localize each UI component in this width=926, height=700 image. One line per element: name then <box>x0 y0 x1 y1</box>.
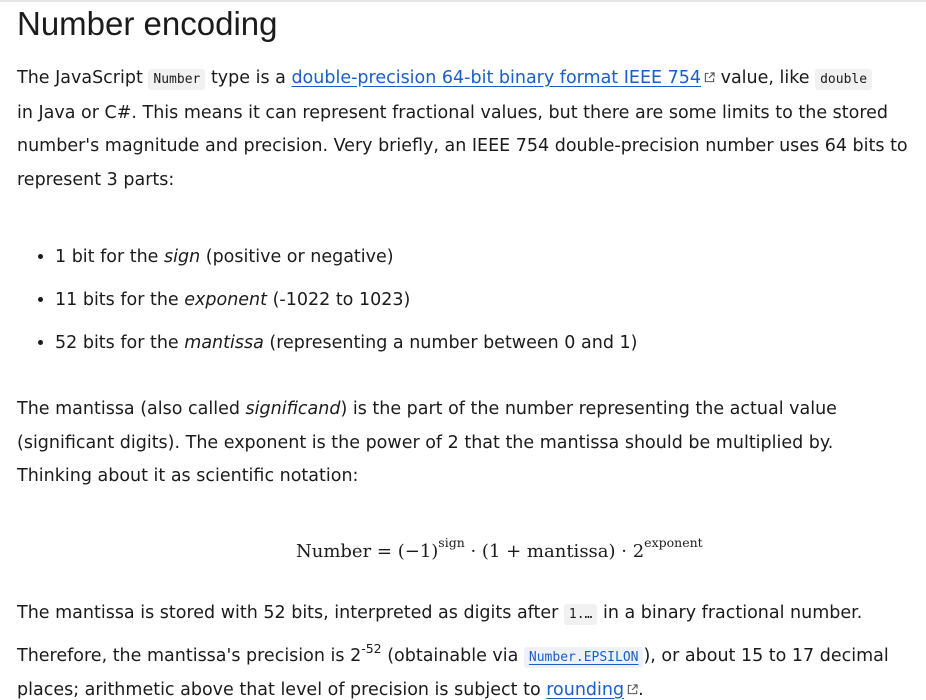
code-number: Number <box>148 69 206 90</box>
precision-line2-text-2: (obtainable via <box>381 645 524 666</box>
rounding-link-label: rounding <box>546 680 625 700</box>
intro-line-4: represent 3 parts: <box>17 169 175 190</box>
formula-sup-exponent: exponent <box>644 535 703 550</box>
ieee-754-link-label: double-precision 64-bit binary format IE… <box>291 68 702 88</box>
list-item-text: (-1022 to 1023) <box>267 290 411 310</box>
precision-line3-text-1: places; arithmetic above that level of p… <box>17 680 547 700</box>
ieee-754-link[interactable]: double-precision 64-bit binary format IE… <box>291 68 701 88</box>
formula-mid: · (1 + mantissa) · 2 <box>464 541 645 562</box>
term-exponent: exponent <box>184 290 268 310</box>
code-double: double <box>815 69 873 90</box>
list-item-exponent: 11 bits for the exponent (-1022 to 1023) <box>55 279 637 322</box>
precision-text-2: in a binary fractional number. <box>597 603 863 623</box>
term-sign: sign <box>164 247 201 267</box>
list-item-text: 11 bits for the <box>55 290 185 310</box>
intro-text-1: The JavaScript <box>17 68 149 88</box>
mantissa-text-1: The mantissa (also called <box>17 399 246 419</box>
top-divider <box>0 0 926 2</box>
list-item-mantissa: 52 bits for the mantissa (representing a… <box>55 322 637 365</box>
page-title: Number encoding <box>17 5 278 42</box>
scientific-notation-formula: Number = (−1)sign · (1 + mantissa) · 2ex… <box>296 528 703 567</box>
mantissa-paragraph: The mantissa (also called significand) i… <box>17 393 837 494</box>
precision-line2-text-1: Therefore, the mantissa's precision is 2 <box>17 645 362 666</box>
list-item-text: 1 bit for the <box>55 247 164 267</box>
code-number-epsilon: Number.EPSILON <box>523 646 644 668</box>
rounding-link[interactable]: rounding <box>546 680 624 700</box>
intro-paragraph: The JavaScript Number type is a double-p… <box>17 62 908 197</box>
external-link-icon <box>704 72 715 83</box>
list-item-text: (representing a number between 0 and 1) <box>263 333 638 353</box>
intro-text-3: value, like <box>715 68 816 88</box>
mantissa-line-3: Thinking about it as scientific notation… <box>17 466 359 486</box>
precision-line2-text-3: ), or about 15 to 17 decimal <box>643 645 889 666</box>
intro-line-3: number's magnitude and precision. Very b… <box>17 136 908 156</box>
mantissa-text-2: ) is the part of the number representing… <box>340 399 837 419</box>
list-item-sign: 1 bit for the sign (positive or negative… <box>55 236 637 279</box>
term-significand: significand <box>245 399 341 419</box>
term-mantissa: mantissa <box>184 333 264 353</box>
formula-lhs: Number = (−1) <box>296 541 439 562</box>
formula-sup-sign: sign <box>438 535 465 550</box>
mantissa-line-2: (significant digits). The exponent is th… <box>17 432 834 453</box>
number-epsilon-link[interactable]: Number.EPSILON <box>523 646 644 668</box>
intro-text-2: type is a <box>205 68 292 88</box>
precision-line3-text-2: . <box>638 680 644 700</box>
precision-exponent: -52 <box>361 640 382 656</box>
code-one-dot: 1.… <box>563 604 598 625</box>
precision-paragraph: The mantissa is stored with 52 bits, int… <box>17 597 889 700</box>
intro-line-2: in Java or C#. This means it can represe… <box>17 102 889 123</box>
list-item-text: (positive or negative) <box>200 247 394 267</box>
bit-layout-list: 1 bit for the sign (positive or negative… <box>17 236 637 365</box>
precision-text-1: The mantissa is stored with 52 bits, int… <box>17 603 564 623</box>
external-link-icon <box>627 684 638 695</box>
list-item-text: 52 bits for the <box>55 333 185 353</box>
